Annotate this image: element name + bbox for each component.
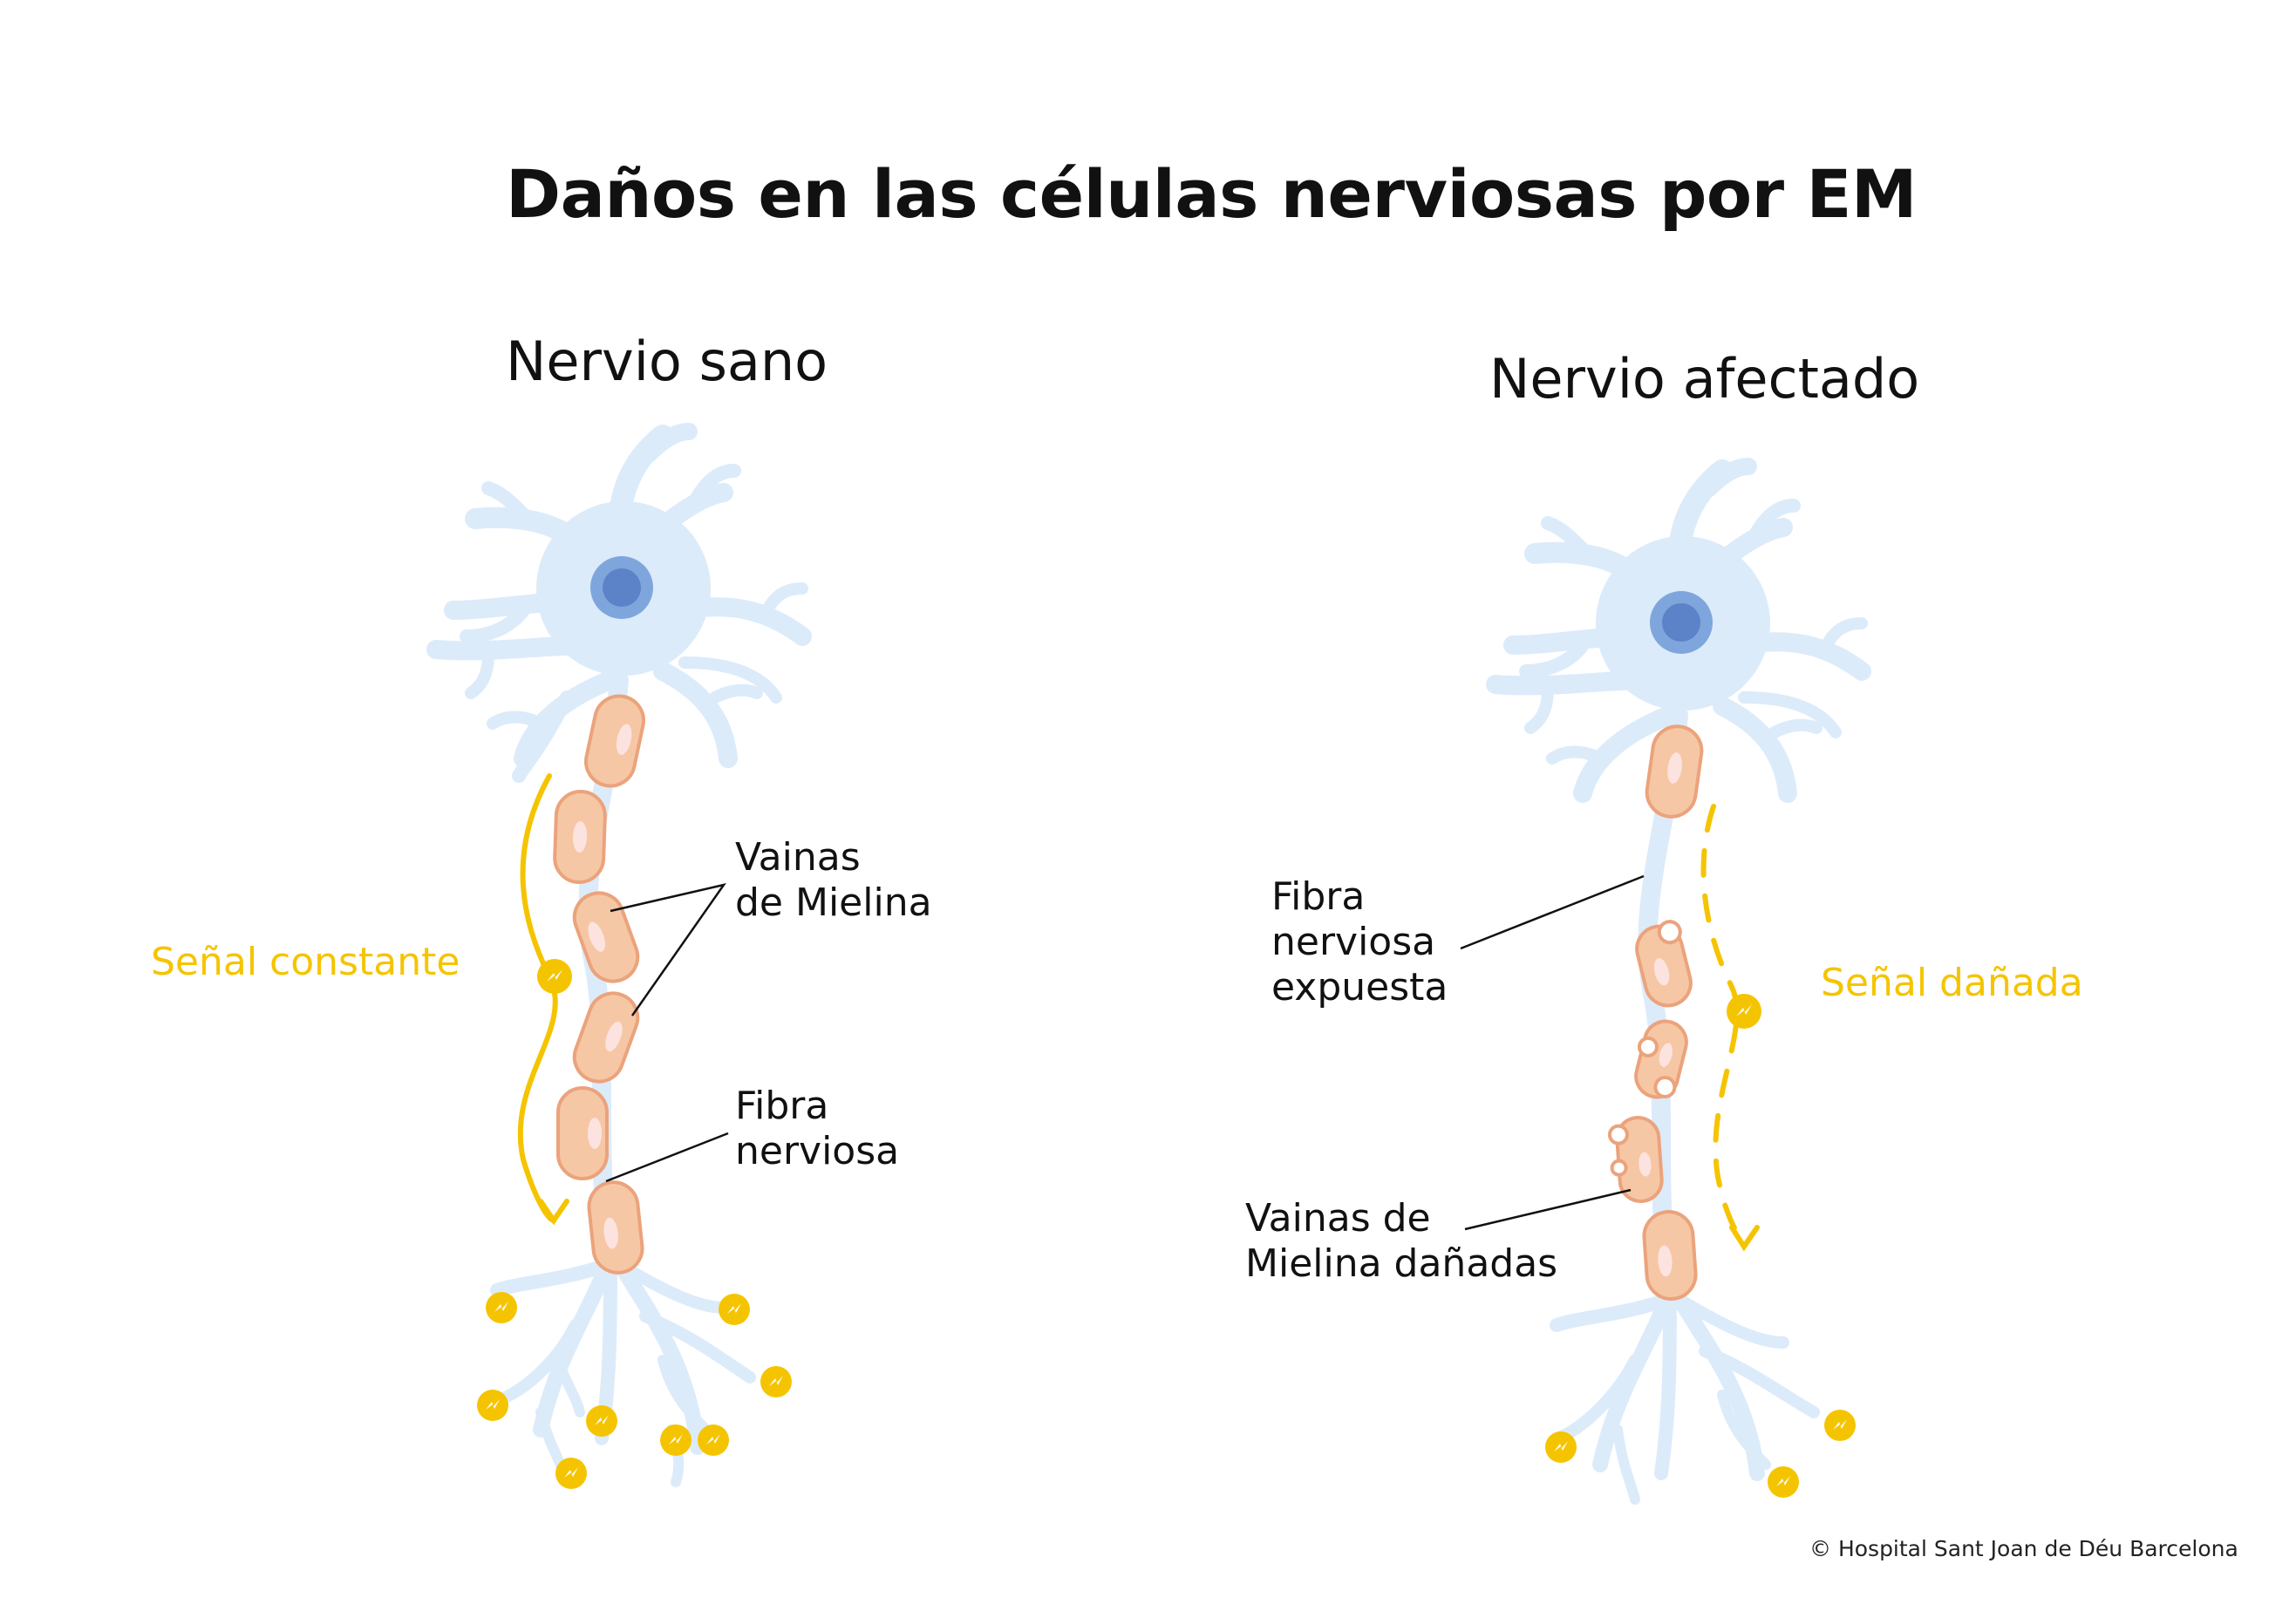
myelin-sheath bbox=[572, 991, 640, 1084]
lightning-bolt-icon bbox=[719, 1294, 750, 1325]
lightning-bolt-icon bbox=[477, 1390, 508, 1421]
copyright-notice: © Hospital Sant Joan de Déu Barcelona bbox=[1809, 1536, 2238, 1561]
affected-myelin-sheaths bbox=[1607, 724, 1704, 1301]
affected-fiber-label: Fibra nerviosa expuesta bbox=[1271, 874, 1448, 1010]
healthy-myelin-sheaths bbox=[553, 694, 645, 1275]
myelin-sheath bbox=[572, 891, 640, 983]
myelin-sheath-damaged bbox=[1607, 1116, 1664, 1203]
lightning-bolt-icon bbox=[1545, 1431, 1577, 1463]
lightning-bolt-icon bbox=[660, 1424, 692, 1456]
myelin-sheath bbox=[1642, 1210, 1698, 1301]
healthy-nucleus-icon bbox=[590, 556, 653, 619]
affected-sheath-label: Vainas de Mielina dañadas bbox=[1245, 1196, 1558, 1286]
affected-leader-lines bbox=[1460, 874, 1645, 1231]
affected-signal-label: Señal dañada bbox=[1821, 961, 2083, 1005]
myelin-sheath-damaged bbox=[1635, 920, 1693, 1008]
lightning-bolt-icon bbox=[586, 1405, 617, 1437]
lightning-bolt-icon bbox=[555, 1458, 587, 1489]
healthy-signal-arrow bbox=[517, 773, 569, 1226]
myelin-sheath bbox=[553, 790, 607, 884]
lightning-bolt-icon bbox=[537, 959, 572, 994]
lightning-bolt-icon bbox=[1824, 1410, 1856, 1441]
healthy-signal-label: Señal constante bbox=[151, 940, 460, 984]
myelin-sheath bbox=[584, 694, 645, 788]
lightning-bolt-icon bbox=[1727, 994, 1761, 1029]
lightning-bolt-icon bbox=[760, 1366, 792, 1397]
affected-nucleus-icon bbox=[1650, 591, 1713, 654]
myelin-sheath bbox=[587, 1180, 644, 1275]
healthy-panel-title: Nervio sano bbox=[506, 330, 828, 393]
lightning-bolt-icon bbox=[1768, 1466, 1799, 1498]
lightning-bolt-icon bbox=[486, 1292, 517, 1323]
affected-panel-title: Nervio afectado bbox=[1489, 347, 1920, 411]
healthy-leader-lines bbox=[605, 883, 729, 1183]
healthy-fiber-label: Fibra nerviosa bbox=[735, 1084, 900, 1173]
myelin-sheath bbox=[556, 1086, 609, 1180]
healthy-sheath-label: Vainas de Mielina bbox=[735, 835, 932, 925]
myelin-sheath bbox=[1645, 724, 1704, 819]
page-title: Daños en las células nerviosas por EM bbox=[506, 155, 1918, 233]
lightning-bolt-icon bbox=[698, 1424, 729, 1456]
affected-signal-arrow bbox=[1700, 804, 1760, 1252]
myelin-sheath-damaged bbox=[1634, 1019, 1688, 1099]
